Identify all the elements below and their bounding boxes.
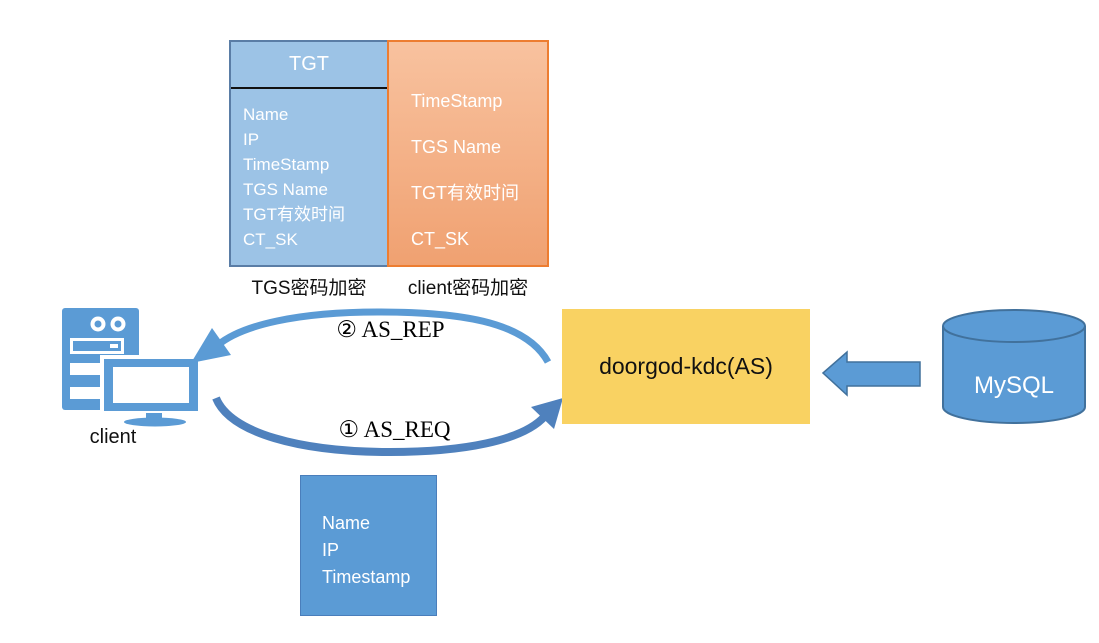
client-enc-field: TGT有效时间 <box>411 183 519 203</box>
client-computer-icon <box>62 308 202 427</box>
mysql-label: MySQL <box>974 372 1054 399</box>
tgt-field: TGS Name <box>243 180 329 199</box>
mysql-database-icon: MySQL <box>942 309 1086 424</box>
kdc-label: doorgod-kdc(AS) <box>599 353 773 379</box>
as-rep-arrowhead-icon <box>191 328 231 363</box>
client-enc-field: CT_SK <box>411 229 470 249</box>
tgt-field: Name <box>243 105 289 124</box>
database-to-kdc-arrow-icon <box>821 350 921 397</box>
request-response-arrows <box>191 308 563 457</box>
as-rep-label: ② AS_REP <box>336 317 445 342</box>
client-label: client <box>89 426 137 448</box>
kdc-as-box: doorgod-kdc(AS) <box>562 309 810 424</box>
tgt-title: TGT <box>231 42 387 89</box>
client-enc-field-list: TimeStamp TGS Name TGT有效时间 CT_SK <box>389 42 547 262</box>
payload-field: Name <box>322 513 371 533</box>
as-req-arc <box>212 396 548 457</box>
as-req-label: ① AS_REQ <box>338 417 451 442</box>
payload-field: Timestamp <box>322 567 411 587</box>
tgt-field: CT_SK <box>243 230 298 249</box>
tgt-field: TimeStamp <box>243 155 330 174</box>
client-encryption-caption: client密码加密 <box>407 278 529 299</box>
as-req-payload-box: Name IP Timestamp <box>300 475 437 616</box>
as-rep-arc <box>215 308 552 364</box>
tgt-ticket-box: TGT Name IP TimeStamp TGS Name TGT有效时间 C… <box>229 40 389 267</box>
tgt-field: IP <box>243 130 260 149</box>
tgt-field-list: Name IP TimeStamp TGS Name TGT有效时间 CT_SK <box>231 89 387 252</box>
client-encrypted-box: TimeStamp TGS Name TGT有效时间 CT_SK <box>387 40 549 267</box>
client-enc-field: TGS Name <box>411 137 502 157</box>
tgt-field: TGT有效时间 <box>243 205 345 224</box>
as-req-arrowhead-icon <box>531 398 563 429</box>
client-enc-field: TimeStamp <box>411 91 503 111</box>
tgs-encryption-caption: TGS密码加密 <box>251 278 367 299</box>
payload-field: IP <box>322 540 340 560</box>
payload-field-list: Name IP Timestamp <box>301 476 436 591</box>
